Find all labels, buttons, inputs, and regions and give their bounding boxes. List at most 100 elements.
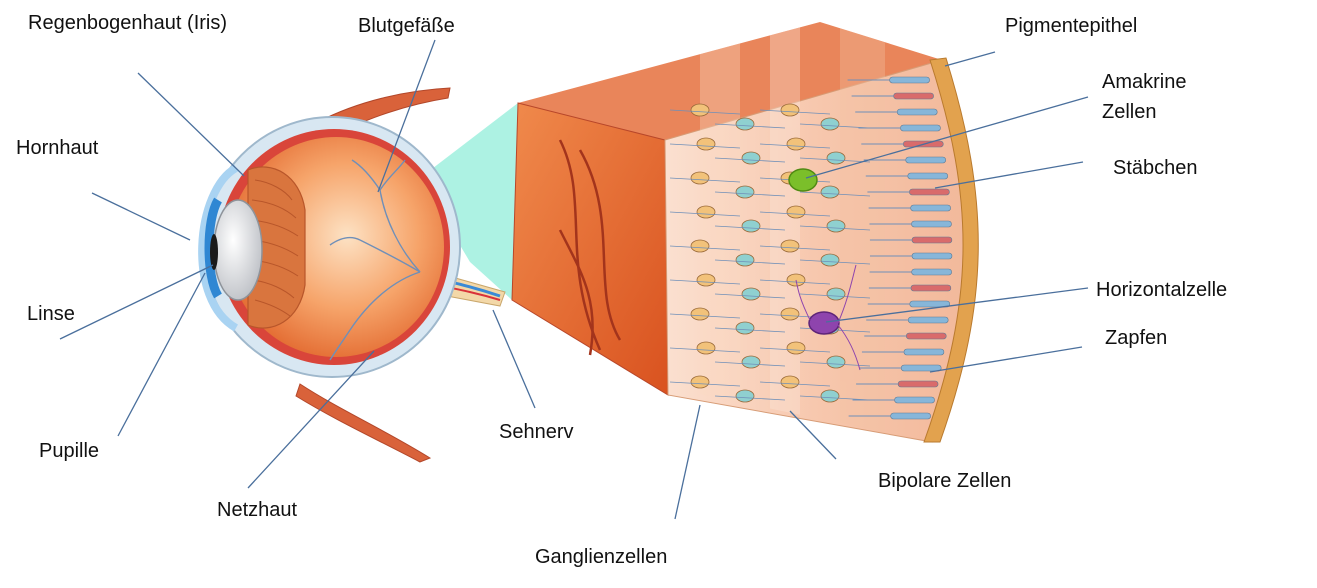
- label-sehnerv: Sehnerv: [499, 421, 574, 443]
- neuron-dendrite: [669, 211, 741, 217]
- rod-cell: [900, 364, 942, 372]
- leader-sehnerv: [492, 309, 536, 409]
- label-bipolare-zellen: Bipolare Zellen: [878, 470, 1012, 492]
- neuron-dendrite: [799, 395, 871, 401]
- neuron-dendrite: [714, 157, 786, 163]
- ganglion-cell: [780, 375, 800, 389]
- neuron-dendrite: [669, 347, 741, 353]
- bipolar-cell: [735, 389, 755, 403]
- bipolar-cell: [826, 151, 846, 165]
- cone-cell: [893, 92, 934, 100]
- neuron-dendrite: [799, 225, 871, 231]
- label-blutgefaesse: Blutgefäße: [358, 15, 455, 37]
- neuron-dendrite: [759, 211, 831, 217]
- bipolar-cell: [741, 219, 761, 233]
- label-netzhaut: Netzhaut: [217, 499, 298, 521]
- rod-cell: [900, 124, 941, 132]
- neuron-dendrite: [799, 259, 871, 265]
- ganglion-cell: [696, 341, 716, 355]
- neuron-dendrite: [759, 245, 831, 251]
- ganglion-cell: [786, 137, 806, 151]
- horizontal-cell: [808, 311, 840, 335]
- ganglion-cell: [780, 239, 800, 253]
- leader-horizontalzelle: [825, 287, 1089, 323]
- neuron-dendrite: [759, 109, 831, 115]
- neuron-dendrite: [759, 143, 831, 149]
- bipolar-cell: [735, 321, 755, 335]
- amacrine-cell: [788, 168, 818, 192]
- bipolar-cell: [826, 219, 846, 233]
- rod-cell: [890, 412, 931, 420]
- ganglion-cell: [786, 341, 806, 355]
- pupil: [210, 234, 218, 270]
- bipolar-cell: [820, 253, 840, 267]
- photoreceptors: [847, 76, 953, 420]
- leader-regenbogenhaut: [137, 72, 245, 177]
- ganglion-cell: [696, 205, 716, 219]
- leader-blutgefaesse: [377, 39, 436, 193]
- leader-netzhaut: [247, 350, 375, 489]
- bipolar-cell: [741, 151, 761, 165]
- retina-block-top: [518, 22, 942, 140]
- neuron-dendrite: [669, 279, 741, 285]
- rod-cell: [910, 204, 951, 212]
- bipolar-cell: [826, 287, 846, 301]
- cone-cell: [905, 332, 947, 340]
- bipolar-cell: [826, 355, 846, 369]
- zoom-highlight: [420, 103, 518, 300]
- rod-cell: [907, 172, 949, 180]
- label-pigmentepithel: Pigmentepithel: [1005, 15, 1138, 37]
- iris: [204, 197, 223, 299]
- retinal-vessels: [329, 159, 421, 361]
- bipolar-cell: [735, 117, 755, 131]
- cone-cell: [897, 380, 939, 388]
- bipolar-cell: [820, 389, 840, 403]
- ganglion-cell: [690, 239, 710, 253]
- bipolar-cell: [820, 185, 840, 199]
- cone-cell: [909, 188, 950, 196]
- ganglion-cell: [690, 307, 710, 321]
- neuron-dendrite: [714, 191, 786, 197]
- leader-hornhaut: [91, 192, 191, 241]
- leader-bipolare: [789, 410, 837, 460]
- lower-eye-muscle: [295, 383, 432, 463]
- neuron-dendrite: [799, 191, 871, 197]
- bipolar-cell: [735, 253, 755, 267]
- label-pupille: Pupille: [39, 440, 100, 462]
- rod-cell: [911, 252, 953, 260]
- neuron-dendrite: [669, 313, 741, 319]
- label-staebchen: Stäbchen: [1113, 157, 1198, 179]
- neuron-dendrite: [669, 177, 741, 183]
- neuron-dendrite: [714, 225, 786, 231]
- neuron-dendrite: [669, 143, 741, 149]
- leader-pigmentepithel: [944, 51, 996, 67]
- cornea: [198, 164, 239, 332]
- rod-cell: [905, 156, 947, 164]
- ganglion-cell: [696, 273, 716, 287]
- cone-cell: [911, 236, 953, 244]
- neuron-dendrite: [669, 381, 741, 387]
- rod-cell: [889, 76, 930, 84]
- neuron-dendrite: [799, 293, 871, 299]
- lens: [213, 199, 263, 301]
- horizontal-cell-dendrites: [795, 264, 861, 371]
- neuron-dendrite: [799, 123, 871, 129]
- ganglion-cell: [780, 103, 800, 117]
- leader-lines: [59, 39, 1089, 520]
- rod-cell: [896, 108, 938, 116]
- label-linse: Linse: [27, 303, 75, 325]
- neuron-dendrite: [714, 293, 786, 299]
- neuron-dendrite: [714, 361, 786, 367]
- neuron-dendrite: [714, 327, 786, 333]
- rod-cell: [907, 316, 949, 324]
- ganglion-cell: [690, 375, 710, 389]
- neuron-dendrite: [759, 347, 831, 353]
- leader-linse: [59, 264, 214, 340]
- leader-ganglienzellen: [674, 404, 701, 520]
- neuron-dendrite: [714, 123, 786, 129]
- leader-pupille: [117, 272, 206, 437]
- ganglion-cell: [780, 307, 800, 321]
- ganglion-cell: [690, 171, 710, 185]
- bipolar-cell: [741, 355, 761, 369]
